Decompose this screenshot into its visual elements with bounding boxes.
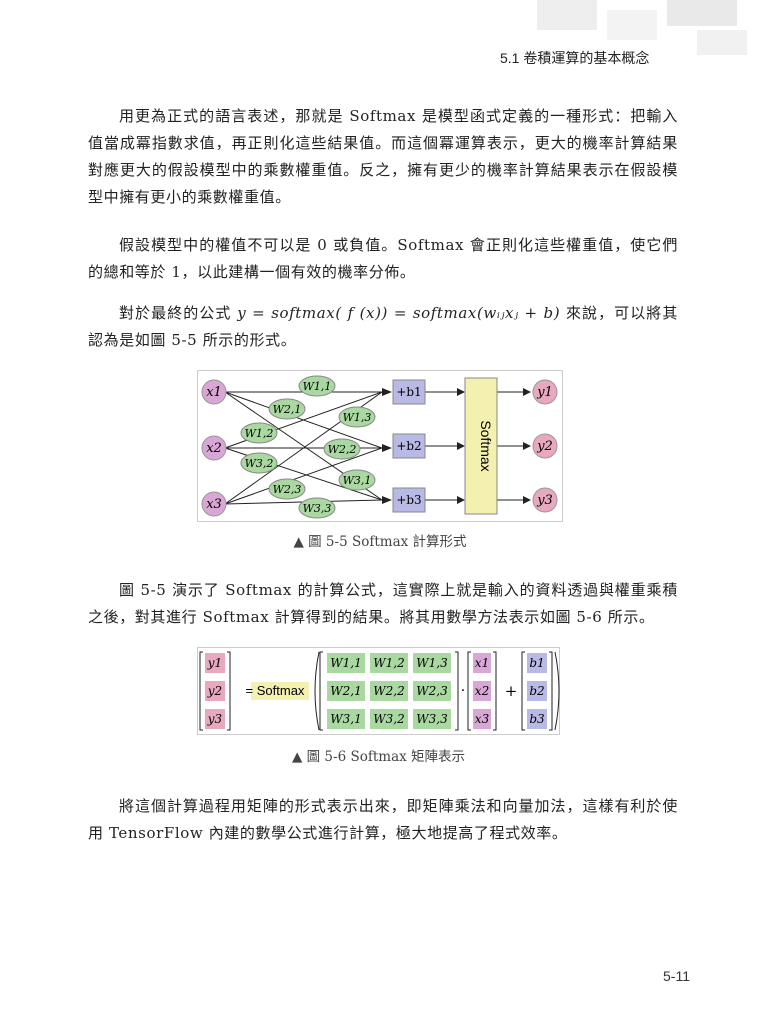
m-w13: W1,3 xyxy=(416,656,448,670)
header-decoration xyxy=(537,0,747,55)
softmax-formula: y = softmax( f (x)) = softmax(wᵢⱼxⱼ + b) xyxy=(237,304,561,322)
m-y1: y1 xyxy=(207,656,222,670)
equals-softmax: = Softmax xyxy=(246,683,305,698)
m-w22: W2,2 xyxy=(373,684,404,698)
weight-w31: W3,1 xyxy=(343,474,372,487)
paragraph-5: 將這個計算過程用矩陣的形式表示出來，即矩陣乘法和向量加法，這樣有利於使用 Ten… xyxy=(88,793,678,847)
p3-prefix: 對於最終的公式 xyxy=(119,304,238,322)
m-w12: W1,2 xyxy=(373,656,404,670)
weight-w33: W3,3 xyxy=(303,502,332,515)
figure-5-5-caption: ▲ 圖 5-5 Softmax 計算形式 xyxy=(293,534,467,550)
m-b3: b3 xyxy=(529,712,545,726)
weight-w12: W1,2 xyxy=(245,427,274,440)
output-y2: y2 xyxy=(536,439,553,454)
m-w33: W3,3 xyxy=(416,712,448,726)
m-w11: W1,1 xyxy=(330,656,361,670)
m-y3: y3 xyxy=(207,712,223,726)
bias-b2: +b2 xyxy=(396,439,421,453)
m-y2: y2 xyxy=(207,684,222,698)
paragraph-3-text: 對於最終的公式 y = softmax( f (x)) = softmax(wᵢ… xyxy=(88,300,678,354)
weight-w23: W2,3 xyxy=(273,483,302,496)
paragraph-1: 用更為正式的語言表述，那就是 Softmax 是模型函式定義的一種形式：把輸入值… xyxy=(88,103,678,211)
m-x2: x2 xyxy=(475,684,489,698)
figure-5-5-diagram: x1 x2 x3 W1,1 W2,1 W1,2 W3,2 W2,3 W1,3 W… xyxy=(197,370,563,522)
softmax-block xyxy=(464,377,498,515)
page-number: 5-11 xyxy=(663,968,690,984)
section-header: 5.1 卷積運算的基本概念 xyxy=(500,50,650,66)
figure-5-6-caption: ▲ 圖 5-6 Softmax 矩陣表示 xyxy=(291,749,466,765)
paragraph-2-text: 假設模型中的權值不可以是 0 或負值。Softmax 會正則化這些權重值，使它們… xyxy=(88,236,678,281)
paragraph-2: 假設模型中的權值不可以是 0 或負值。Softmax 會正則化這些權重值，使它們… xyxy=(88,232,678,286)
m-x3: x3 xyxy=(475,712,490,726)
weight-w22: W2,2 xyxy=(328,443,357,456)
bias-b3: +b3 xyxy=(396,493,421,507)
dot-operator: · xyxy=(461,683,465,699)
bias-b1: +b1 xyxy=(396,385,421,399)
paragraph-3: 對於最終的公式 y = softmax( f (x)) = softmax(wᵢ… xyxy=(88,300,678,354)
output-y3: y3 xyxy=(536,493,553,508)
m-w23: W2,3 xyxy=(416,684,448,698)
paragraph-4: 圖 5-5 演示了 Softmax 的計算公式，這實際上就是輸入的資料透過與權重… xyxy=(88,577,678,631)
weight-w13: W1,3 xyxy=(343,411,372,424)
plus-operator: + xyxy=(505,682,518,700)
output-y1: y1 xyxy=(536,385,553,400)
input-x2: x2 xyxy=(206,441,222,456)
input-x1: x1 xyxy=(206,385,222,400)
m-b2: b2 xyxy=(529,684,544,698)
p3-suffix: 來說，可以將其認為是如圖 5-5 所示的形式。 xyxy=(88,304,678,349)
figure-5-6-diagram: y1 y2 y3 = Softmax W1,1 W1,2 W1,3 W2,1 W… xyxy=(197,647,560,735)
m-w31: W3,1 xyxy=(330,712,361,726)
paragraph-1-text: 用更為正式的語言表述，那就是 Softmax 是模型函式定義的一種形式：把輸入值… xyxy=(88,107,678,206)
paragraph-5-text: 將這個計算過程用矩陣的形式表示出來，即矩陣乘法和向量加法，這樣有利於使用 Ten… xyxy=(88,797,678,842)
softmax-label: Softmax xyxy=(478,420,494,471)
m-w21: W2,1 xyxy=(330,684,361,698)
input-x3: x3 xyxy=(206,497,222,512)
m-x1: x1 xyxy=(475,656,489,670)
m-w32: W3,2 xyxy=(373,712,404,726)
weight-w11: W1,1 xyxy=(303,380,332,393)
paragraph-4-text: 圖 5-5 演示了 Softmax 的計算公式，這實際上就是輸入的資料透過與權重… xyxy=(88,581,678,626)
weight-w21: W2,1 xyxy=(273,403,302,416)
m-b1: b1 xyxy=(529,656,544,670)
weight-w32: W3,2 xyxy=(245,457,274,470)
